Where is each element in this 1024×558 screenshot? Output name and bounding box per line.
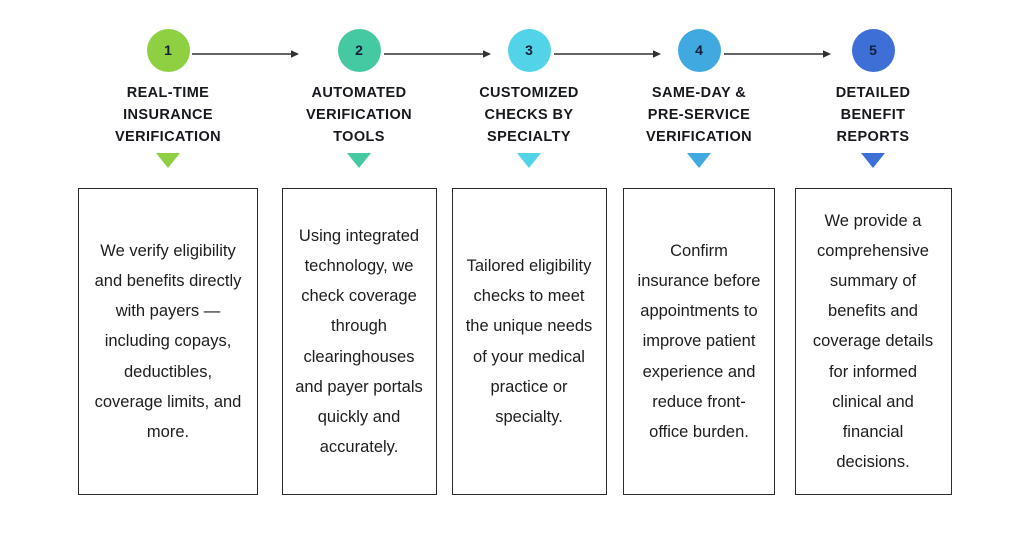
- step-3-description-text: Tailored eligibility checks to meet the …: [465, 257, 593, 426]
- step-2-number-badge: 2: [337, 28, 381, 72]
- step-1-badge-row: 1: [62, 28, 299, 72]
- step-4: 4 SAME-DAY & PRE-SERVICE VERIFICATION: [614, 28, 831, 169]
- steps-row: 1 REAL-TIME INSURANCE VERIFICATION 2: [62, 28, 962, 169]
- step-1-triangle-down-icon: [156, 153, 180, 169]
- step-3-triangle-down-icon: [517, 153, 541, 169]
- step-3-badge-row: 3: [444, 28, 661, 72]
- step-4-title: SAME-DAY & PRE-SERVICE VERIFICATION: [645, 85, 753, 146]
- step-4-number-badge: 4: [677, 28, 721, 72]
- step-1-number: 1: [164, 42, 172, 58]
- step-2-badge-row: 2: [274, 28, 491, 72]
- step-2: 2 AUTOMATED VERIFICATION TOOLS: [274, 28, 491, 169]
- step-2-description-card: Using integrated technology, we check co…: [281, 188, 437, 495]
- step-2-title: AUTOMATED VERIFICATION TOOLS: [305, 85, 413, 146]
- step-2-triangle-down-icon: [347, 153, 371, 169]
- card-slot-3: Tailored eligibility checks to meet the …: [444, 188, 614, 495]
- step-4-triangle-down-icon: [687, 153, 711, 169]
- step-5-title: DETAILED BENEFIT REPORTS: [835, 85, 911, 146]
- step-5-number-badge: 5: [851, 28, 895, 72]
- step-3-number-badge: 3: [507, 28, 551, 72]
- step-3: 3 CUSTOMIZED CHECKS BY SPECIALTY: [444, 28, 661, 169]
- step-4-number: 4: [695, 42, 703, 58]
- cards-row: We verify eligibility and benefits direc…: [62, 188, 962, 495]
- step-4-description-card: Confirm insurance before appointments to…: [623, 188, 775, 495]
- step-2-number: 2: [355, 42, 363, 58]
- step-4-description-text: Confirm insurance before appointments to…: [637, 242, 761, 441]
- step-5-description-text: We provide a comprehensive summary of be…: [812, 212, 934, 471]
- step-1-description-card: We verify eligibility and benefits direc…: [78, 188, 258, 495]
- step-5: 5 DETAILED BENEFIT REPORTS: [784, 28, 962, 169]
- step-3-number: 3: [525, 42, 533, 58]
- step-1-number-badge: 1: [146, 28, 190, 72]
- step-5-number: 5: [869, 42, 877, 58]
- step-1: 1 REAL-TIME INSURANCE VERIFICATION: [62, 28, 299, 169]
- step-5-badge-row: 5: [784, 28, 962, 72]
- card-slot-4: Confirm insurance before appointments to…: [614, 188, 784, 495]
- step-2-description-text: Using integrated technology, we check co…: [295, 227, 423, 456]
- step-5-triangle-down-icon: [861, 153, 885, 169]
- card-slot-5: We provide a comprehensive summary of be…: [784, 188, 962, 495]
- step-5-description-card: We provide a comprehensive summary of be…: [794, 188, 952, 495]
- step-3-title: CUSTOMIZED CHECKS BY SPECIALTY: [479, 85, 579, 146]
- step-1-title: REAL-TIME INSURANCE VERIFICATION: [114, 85, 222, 146]
- card-slot-2: Using integrated technology, we check co…: [274, 188, 444, 495]
- card-slot-1: We verify eligibility and benefits direc…: [62, 188, 274, 495]
- step-4-badge-row: 4: [614, 28, 831, 72]
- step-1-description-text: We verify eligibility and benefits direc…: [94, 242, 242, 441]
- step-3-description-card: Tailored eligibility checks to meet the …: [451, 188, 607, 495]
